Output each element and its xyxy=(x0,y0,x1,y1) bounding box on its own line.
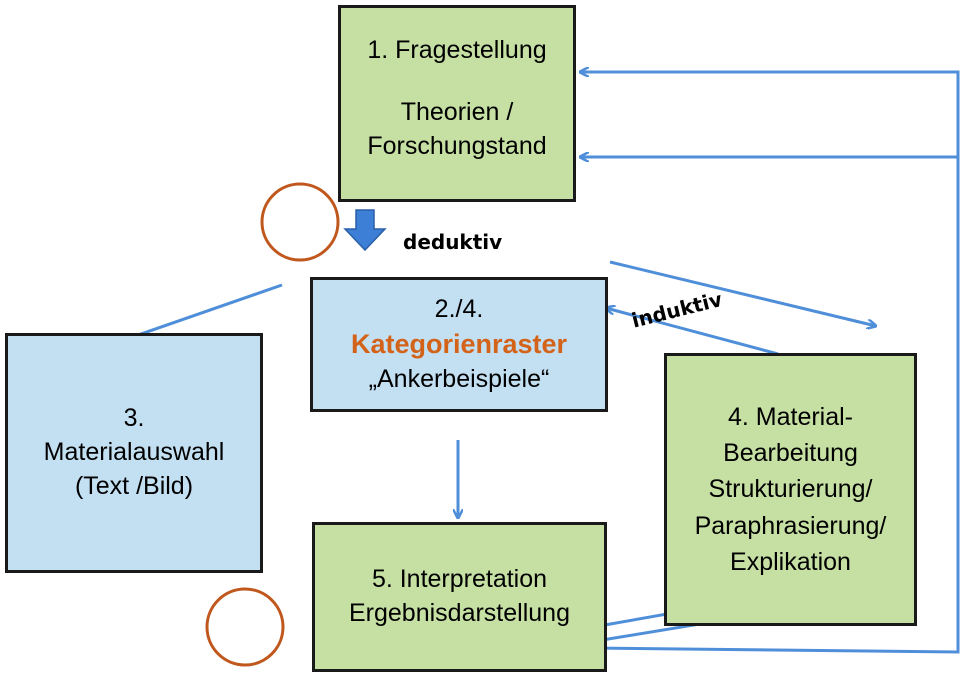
strukturierung-label: Strukturierung/ xyxy=(708,475,873,504)
materialbearbeitung-line2: Bearbeitung xyxy=(723,439,858,468)
explikation-label: Explikation xyxy=(730,547,851,576)
arrow-to-materialbearbeitung xyxy=(609,260,876,326)
arrow-induktiv xyxy=(606,308,779,356)
materialauswahl-subtitle: (Text /Bild) xyxy=(74,471,194,500)
kategorienraster-number: 2./4. xyxy=(434,294,484,323)
materialbearbeitung-line1: 4. Material- xyxy=(727,402,854,431)
ankerbeispiele-label: „Ankerbeispiele“ xyxy=(368,364,550,393)
box-fragestellung: 1. Fragestellung Theorien / Forschungsta… xyxy=(338,5,576,202)
box-materialauswahl: 3. Materialauswahl (Text /Bild) xyxy=(5,333,263,573)
block-arrow-deduktiv xyxy=(343,209,387,252)
kategorienraster-title: Kategorienraster xyxy=(350,329,568,360)
theorien-label: Theorien / xyxy=(400,97,514,126)
materialauswahl-title: Materialauswahl xyxy=(43,438,225,467)
orange-circle-bottom xyxy=(205,587,285,667)
interpretation-title: 5. Interpretation xyxy=(371,565,548,594)
feedback-loop-line xyxy=(580,72,960,654)
box-kategorienraster: 2./4. Kategorienraster „Ankerbeispiele“ xyxy=(310,277,608,412)
box-materialbearbeitung: 4. Material- Bearbeitung Strukturierung/… xyxy=(664,353,917,626)
forschungstand-label: Forschungstand xyxy=(367,131,547,160)
orange-circle-top xyxy=(260,182,340,262)
box-interpretation: 5. Interpretation Ergebnisdarstellung xyxy=(312,522,607,672)
ergebnisdarstellung-label: Ergebnisdarstellung xyxy=(349,599,570,627)
materialauswahl-number: 3. xyxy=(123,404,145,433)
paraphrasierung-label: Paraphrasierung/ xyxy=(694,511,887,540)
label-deduktiv: deduktiv xyxy=(403,230,503,254)
fragestellung-title: 1. Fragestellung xyxy=(367,36,547,64)
